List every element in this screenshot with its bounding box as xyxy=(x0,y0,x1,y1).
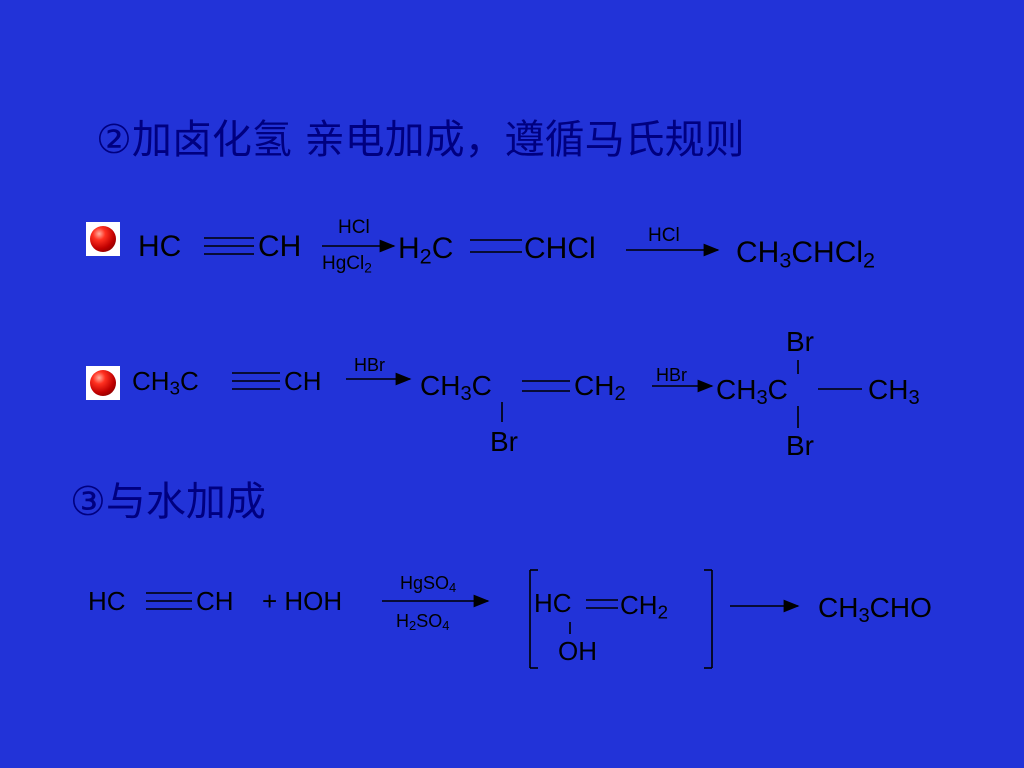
r3-reactant-left: HC xyxy=(88,586,126,616)
r3-product: CH3CHO xyxy=(818,592,932,628)
r2-product-br-top: Br xyxy=(786,326,814,357)
r1-arrow2-reagent: HCl xyxy=(648,225,680,246)
double-bond-r2 xyxy=(522,380,570,392)
triple-bond-r3 xyxy=(146,592,192,610)
r3-water: + HOH xyxy=(262,586,343,616)
r3-reactant-right: CH xyxy=(196,586,234,616)
triple-bond-r1 xyxy=(204,237,254,255)
triple-bond-r2 xyxy=(232,372,280,390)
heading-hydrohalogenation: ②加卤化氢 亲电加成，遵循马氏规则 xyxy=(96,117,745,163)
r3-arrow-acid: H2SO4 xyxy=(396,611,450,634)
bullet-2-icon xyxy=(86,366,120,400)
r2-arrow2-reagent: HBr xyxy=(656,365,687,385)
double-bond-r1 xyxy=(470,239,522,253)
r2-product-left: CH3C xyxy=(716,374,788,410)
bracket-left xyxy=(529,569,538,669)
r2-reactant-right: CH xyxy=(284,366,322,396)
r2-intermediate-left: CH3C xyxy=(420,370,492,406)
r2-product-right: CH3 xyxy=(868,374,920,410)
bracket-right xyxy=(704,569,713,669)
r2-arrow1-reagent: HBr xyxy=(354,355,385,375)
bullet-1-icon xyxy=(86,222,120,256)
r1-reactant-right: CH xyxy=(258,230,302,263)
r3-enol-oh: OH xyxy=(558,636,597,666)
r1-reactant-left: HC xyxy=(138,230,182,263)
r2-intermediate-right: CH2 xyxy=(574,370,626,406)
r1-arrow1-catalyst: HgCl2 xyxy=(322,253,372,276)
r1-intermediate-left: H2C xyxy=(398,232,454,269)
r1-product: CH3CHCl2 xyxy=(736,236,876,273)
r1-arrow1-reagent: HCl xyxy=(338,217,370,238)
r2-intermediate-br: Br xyxy=(490,426,518,457)
r1-intermediate-right: CHCl xyxy=(524,232,596,265)
r3-arrow-catalyst: HgSO4 xyxy=(400,573,457,596)
r3-enol-left: HC xyxy=(534,588,572,618)
r3-enol-right: CH2 xyxy=(620,590,668,623)
double-bond-r3 xyxy=(586,599,618,609)
r2-reactant-left: CH3C xyxy=(132,366,199,399)
heading-hydration: ③与水加成 xyxy=(70,479,266,525)
r2-product-br-bottom: Br xyxy=(786,430,814,461)
